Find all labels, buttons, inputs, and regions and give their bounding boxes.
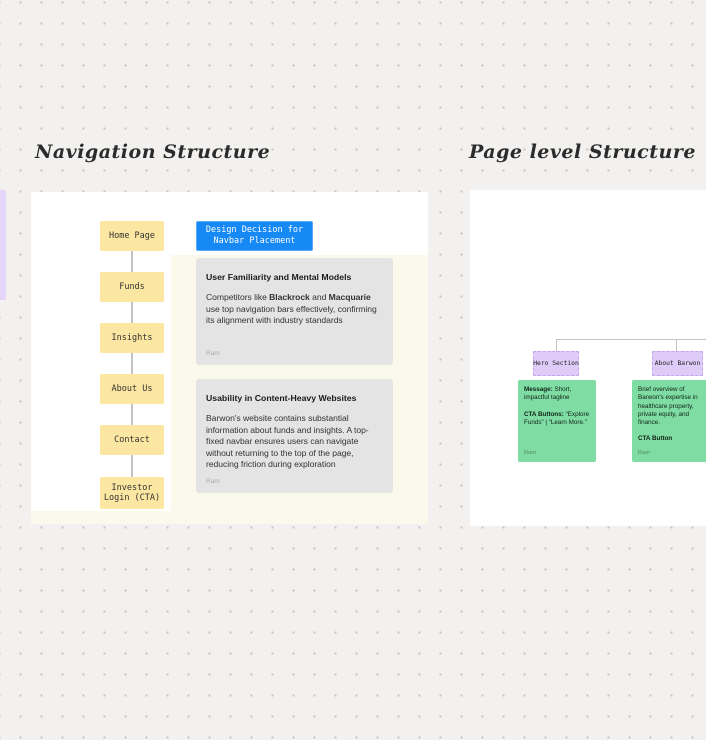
nav-node-label: Insights — [111, 332, 153, 343]
tree-connector-vertical — [556, 339, 557, 351]
note-body: Competitors like Blackrock and Macquarie… — [206, 292, 377, 326]
note-title: User Familiarity and Mental Models — [206, 272, 352, 282]
branch-card-author: Ram — [638, 449, 651, 456]
nav-node-label: About Us — [111, 383, 153, 394]
nav-node-label: Home Page — [108, 230, 156, 241]
nav-node-funds[interactable]: Funds — [100, 272, 164, 302]
note-title: Usability in Content-Heavy Websites — [206, 393, 357, 403]
nav-node-investor-login[interactable]: Investor Login (CTA) — [100, 477, 164, 509]
nav-node-label: Funds — [119, 281, 145, 292]
section-title-navigation-structure[interactable]: Navigation Structure — [35, 141, 271, 163]
decision-card-line2: Navbar Placement — [213, 236, 296, 246]
nav-node-about-us[interactable]: About Us — [100, 374, 164, 404]
tree-connector-horizontal — [556, 339, 706, 340]
nav-node-label: Contact — [114, 434, 150, 445]
branch-node-label: About Barwon — [654, 360, 701, 367]
branch-card-author: Ram — [524, 449, 537, 456]
flow-connector — [130, 455, 133, 477]
flow-connector — [130, 404, 133, 425]
note-author: Ram — [206, 350, 220, 357]
cream-section-background-bottom — [31, 511, 428, 524]
research-note-usability[interactable]: Usability in Content-Heavy Websites Barw… — [196, 379, 393, 493]
branch-node-label: Hero Section — [533, 360, 579, 367]
flow-connector — [130, 302, 133, 323]
research-note-user-familiarity[interactable]: User Familiarity and Mental Models Compe… — [196, 258, 393, 365]
nav-node-contact[interactable]: Contact — [100, 425, 164, 455]
nav-node-home-page[interactable]: Home Page — [100, 221, 164, 251]
flow-connector — [130, 251, 133, 272]
nav-node-label: Investor Login (CTA) — [103, 482, 161, 504]
decision-card-line1: Design Decision for — [205, 225, 304, 235]
branch-node-about-barwon[interactable]: About Barwon — [652, 351, 703, 376]
tree-connector-vertical — [676, 339, 677, 351]
note-author: Ram — [206, 478, 220, 485]
decision-card[interactable]: Design Decision for Navbar Placement — [196, 221, 313, 251]
flow-connector — [130, 353, 133, 374]
branch-node-hero-section[interactable]: Hero Section — [533, 351, 579, 376]
branch-card-about-barwon[interactable]: Brief overview of Barwon's expertise in … — [632, 380, 706, 462]
branch-card-body: Brief overview of Barwon's expertise in … — [638, 386, 698, 443]
clipped-purple-shape[interactable] — [0, 190, 6, 300]
nav-node-insights[interactable]: Insights — [100, 323, 164, 353]
note-body: Barwon's website contains substantial in… — [206, 413, 369, 470]
section-title-page-level-structure[interactable]: Page level Structure — [469, 141, 696, 163]
